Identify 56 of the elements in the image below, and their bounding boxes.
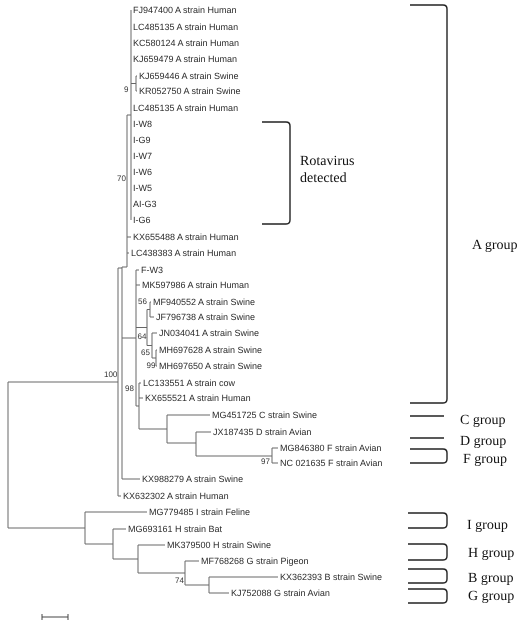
sequence-label: MG846380 F strain Avian (280, 442, 382, 454)
sequence-label: KJ752088 G strain Avian (231, 588, 330, 598)
sequence-label: MK379500 H strain Swine (167, 540, 272, 550)
sequence-label: MG779485 I strain Feline (149, 506, 250, 518)
sequence-label: KJ659479 A strain Human (133, 54, 238, 64)
sequence-label: KR052750 A strain Swine (139, 86, 241, 96)
sequence-label: MF768268 G strain Pigeon (201, 556, 309, 566)
sequence-label: F-W3 (141, 264, 163, 276)
bootstrap-value: 100 (104, 370, 118, 380)
sequence-label: I-G6 (133, 214, 151, 226)
group-label: H group (468, 544, 514, 562)
group-label: D group (460, 432, 506, 450)
sequence-label: AI-G3 (133, 198, 157, 210)
sequence-label: LC485135 A strain Human (133, 102, 238, 114)
bootstrap-value: 74 (175, 576, 184, 586)
sequence-label: LC438383 A strain Human (131, 248, 236, 258)
sequence-label: MH697650 A strain Swine (159, 360, 262, 372)
group-label: A group (472, 236, 518, 254)
sequence-label: KX988279 A strain Swine (142, 474, 244, 484)
sequence-label: JF796738 A strain Swine (156, 312, 256, 322)
sequence-label: KJ659446 A strain Swine (139, 70, 239, 82)
bootstrap-value: 64 (138, 332, 146, 342)
sequence-label: MG451725 C strain Swine (212, 410, 318, 420)
sequence-label: KX655488 A strain Human (133, 232, 239, 242)
group-label: I group (467, 516, 508, 534)
bootstrap-value: 65 (141, 348, 150, 358)
sequence-label: I-W5 (133, 182, 152, 194)
sequence-label: KX655521 A strain Human (145, 392, 251, 404)
sequence-label: MH697628 A strain Swine (159, 344, 262, 356)
group-label: B group (468, 570, 514, 586)
sequence-label: LC133551 A strain cow (143, 378, 236, 388)
sequence-label: MG693161 H strain Bat (128, 524, 222, 534)
sequence-label: MK597986 A strain Human (142, 280, 250, 290)
sequence-label: JX187435 D strain Avian (213, 426, 312, 438)
sequence-label: NC 021635 F strain Avian (280, 458, 382, 468)
group-label: F group (463, 450, 507, 468)
sequence-label: LC485135 A strain Human (133, 22, 238, 32)
bootstrap-value: 9 (124, 85, 128, 95)
sequence-label: I-W8 (133, 118, 152, 130)
sequence-label: FJ947400 A strain Human (133, 4, 237, 16)
group-label: G group (468, 588, 514, 604)
bootstrap-value: 70 (117, 174, 126, 184)
sequence-label: I-W6 (133, 166, 152, 178)
sequence-label: I-G9 (133, 134, 151, 146)
sequence-label: MF940552 A strain Swine (153, 296, 256, 308)
sequence-label: KC580124 A strain Human (133, 38, 240, 48)
bootstrap-value: 97 (261, 457, 270, 467)
bootstrap-value: 98 (125, 384, 134, 394)
bootstrap-value: 56 (138, 297, 147, 307)
annotation-label: Rotavirus detected (300, 153, 356, 187)
sequence-label: JN034041 A strain Swine (159, 328, 260, 338)
bootstrap-value: 99 (146, 361, 156, 371)
sequence-label: KX362393 B strain Swine (280, 572, 382, 582)
sequence-label: I-W7 (133, 150, 152, 162)
sequence-label: KX632302 A strain Human (123, 490, 229, 502)
group-label: C group (460, 412, 506, 428)
